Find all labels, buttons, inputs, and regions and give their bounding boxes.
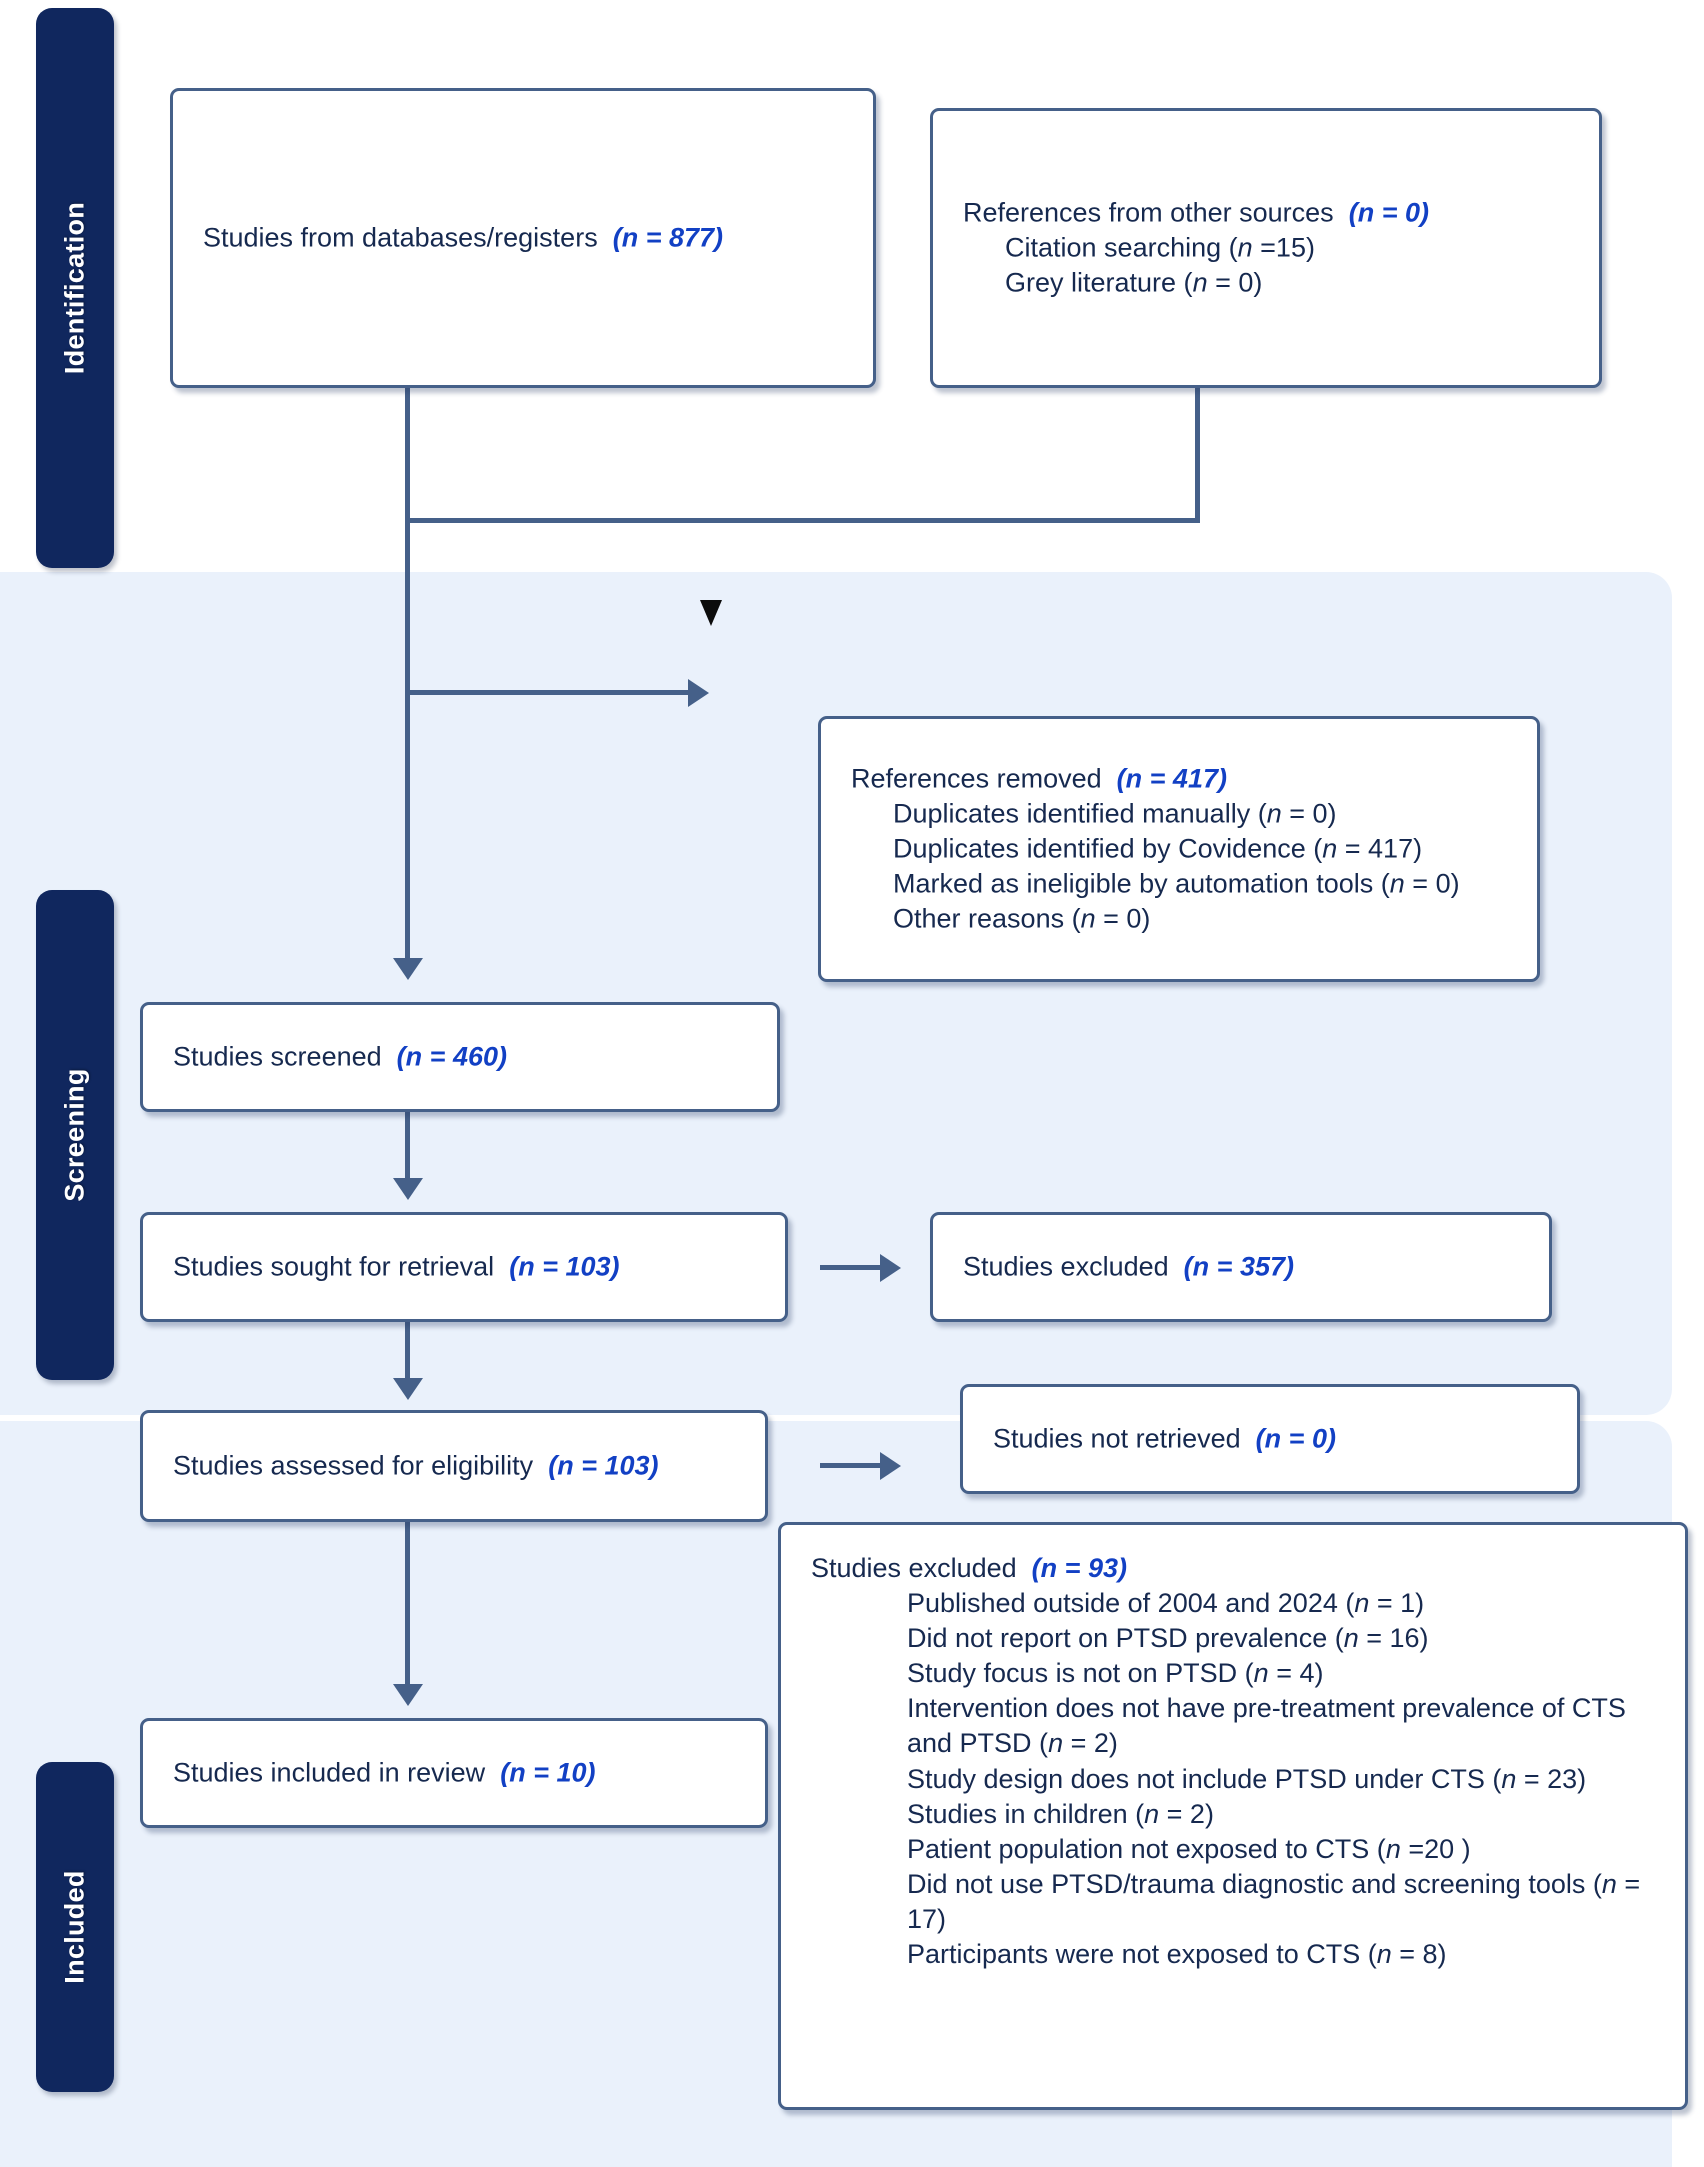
- box-studies-excluded-93-text: Studies excluded (n = 93) Published outs…: [811, 1551, 1667, 1972]
- connector-to-studies-excluded-357: [820, 1265, 882, 1270]
- list-item: Published outside of 2004 and 2024 (n = …: [907, 1588, 1425, 1619]
- arrowhead-references-removed-icon: [688, 679, 709, 707]
- arrowhead-studies-assessed-icon: [393, 1378, 423, 1400]
- box-references-other-sources-title: References from other sources: [963, 197, 1334, 228]
- box-references-other-sources-text: References from other sources (n = 0) Ci…: [963, 195, 1581, 300]
- box-studies-excluded-93-title: Studies excluded: [811, 1553, 1017, 1583]
- box-studies-from-databases-text: Studies from databases/registers (n = 87…: [203, 220, 855, 255]
- stage-rail-included: Included: [36, 1762, 114, 2092]
- box-studies-excluded-357: Studies excluded (n = 357): [930, 1212, 1552, 1322]
- list-item: Other reasons (n = 0): [893, 903, 1151, 934]
- connector-other-sources-riser: [1195, 388, 1200, 523]
- arrowhead-studies-included-icon: [393, 1684, 423, 1706]
- box-studies-excluded-357-text: Studies excluded (n = 357): [963, 1249, 1531, 1284]
- list-item: Intervention does not have pre-treatment…: [907, 1693, 1626, 1759]
- arrowhead-excluded-357-icon: [880, 1254, 901, 1282]
- connector-to-studies-not-retrieved: [820, 1463, 882, 1468]
- box-studies-sought-count: (n = 103): [509, 1251, 620, 1282]
- box-studies-excluded-357-count: (n = 357): [1183, 1251, 1294, 1282]
- list-item: Grey literature (n = 0): [1005, 267, 1263, 298]
- box-studies-screened: Studies screened (n = 460): [140, 1002, 780, 1112]
- box-studies-assessed-title: Studies assessed for eligibility: [173, 1450, 534, 1481]
- box-studies-from-databases-count: (n = 877): [612, 222, 724, 253]
- box-studies-screened-count: (n = 460): [396, 1041, 507, 1072]
- stage-rail-identification: Identification: [36, 8, 114, 568]
- list-item: Duplicates identified by Covidence (n = …: [893, 833, 1423, 864]
- box-references-removed-title: References removed: [851, 763, 1102, 794]
- box-studies-sought-text: Studies sought for retrieval (n = 103): [173, 1249, 767, 1284]
- arrowhead-studies-sought-icon: [393, 1178, 423, 1200]
- box-studies-from-databases-title: Studies from databases/registers: [203, 222, 598, 253]
- list-item: Did not use PTSD/trauma diagnostic and s…: [907, 1868, 1641, 1934]
- list-item: Study design does not include PTSD under…: [907, 1763, 1587, 1794]
- flow-marker-triangle-icon: [700, 600, 722, 626]
- box-studies-sought-title: Studies sought for retrieval: [173, 1251, 495, 1282]
- list-item: Participants were not exposed to CTS (n …: [907, 1939, 1447, 1970]
- list-item: Studies in children (n = 2): [907, 1798, 1214, 1829]
- list-item: Duplicates identified manually (n = 0): [893, 798, 1337, 829]
- box-studies-screened-title: Studies screened: [173, 1041, 382, 1072]
- box-references-removed-count: (n = 417): [1116, 763, 1227, 794]
- box-studies-screened-text: Studies screened (n = 460): [173, 1039, 759, 1074]
- stage-rail-screening: Screening: [36, 890, 114, 1380]
- connector-assessed-to-included: [405, 1522, 410, 1686]
- box-references-other-sources-count: (n = 0): [1348, 197, 1429, 228]
- connector-to-references-removed: [405, 690, 690, 695]
- box-studies-assessed-count: (n = 103): [548, 1450, 659, 1481]
- arrowhead-studies-screened-icon: [393, 958, 423, 980]
- stage-label-identification: Identification: [59, 201, 90, 375]
- box-studies-included-in-review: Studies included in review (n = 10): [140, 1718, 768, 1828]
- stage-label-screening: Screening: [59, 1068, 90, 1202]
- arrowhead-not-retrieved-icon: [880, 1452, 901, 1480]
- connector-identification-spine: [405, 388, 410, 960]
- box-studies-included-count: (n = 10): [500, 1757, 596, 1788]
- stage-label-included: Included: [59, 1870, 90, 1984]
- connector-top-join: [405, 518, 1200, 523]
- list-item: Did not report on PTSD prevalence (n = 1…: [907, 1623, 1429, 1654]
- box-references-removed-text: References removed (n = 417) Duplicates …: [851, 761, 1519, 936]
- box-studies-not-retrieved-title: Studies not retrieved: [993, 1423, 1241, 1454]
- box-studies-excluded-93-count: (n = 93): [1031, 1553, 1127, 1583]
- list-item: Marked as ineligible by automation tools…: [893, 868, 1460, 899]
- box-studies-not-retrieved-count: (n = 0): [1255, 1423, 1336, 1454]
- box-studies-sought-for-retrieval: Studies sought for retrieval (n = 103): [140, 1212, 788, 1322]
- box-studies-not-retrieved-text: Studies not retrieved (n = 0): [993, 1421, 1559, 1456]
- box-studies-from-databases: Studies from databases/registers (n = 87…: [170, 88, 876, 388]
- box-studies-not-retrieved: Studies not retrieved (n = 0): [960, 1384, 1580, 1494]
- box-studies-included-title: Studies included in review: [173, 1757, 486, 1788]
- box-studies-excluded-93: Studies excluded (n = 93) Published outs…: [778, 1522, 1688, 2110]
- list-item: Patient population not exposed to CTS (n…: [907, 1833, 1471, 1864]
- connector-screened-to-sought: [405, 1112, 410, 1180]
- box-studies-assessed-for-eligibility: Studies assessed for eligibility (n = 10…: [140, 1410, 768, 1522]
- box-references-removed: References removed (n = 417) Duplicates …: [818, 716, 1540, 982]
- box-studies-assessed-text: Studies assessed for eligibility (n = 10…: [173, 1448, 747, 1483]
- list-item: Citation searching (n =15): [1005, 232, 1315, 263]
- list-item: Study focus is not on PTSD (n = 4): [907, 1658, 1324, 1689]
- box-references-other-sources: References from other sources (n = 0) Ci…: [930, 108, 1602, 388]
- box-studies-included-text: Studies included in review (n = 10): [173, 1755, 747, 1790]
- box-studies-excluded-357-title: Studies excluded: [963, 1251, 1169, 1282]
- connector-sought-to-assessed: [405, 1322, 410, 1384]
